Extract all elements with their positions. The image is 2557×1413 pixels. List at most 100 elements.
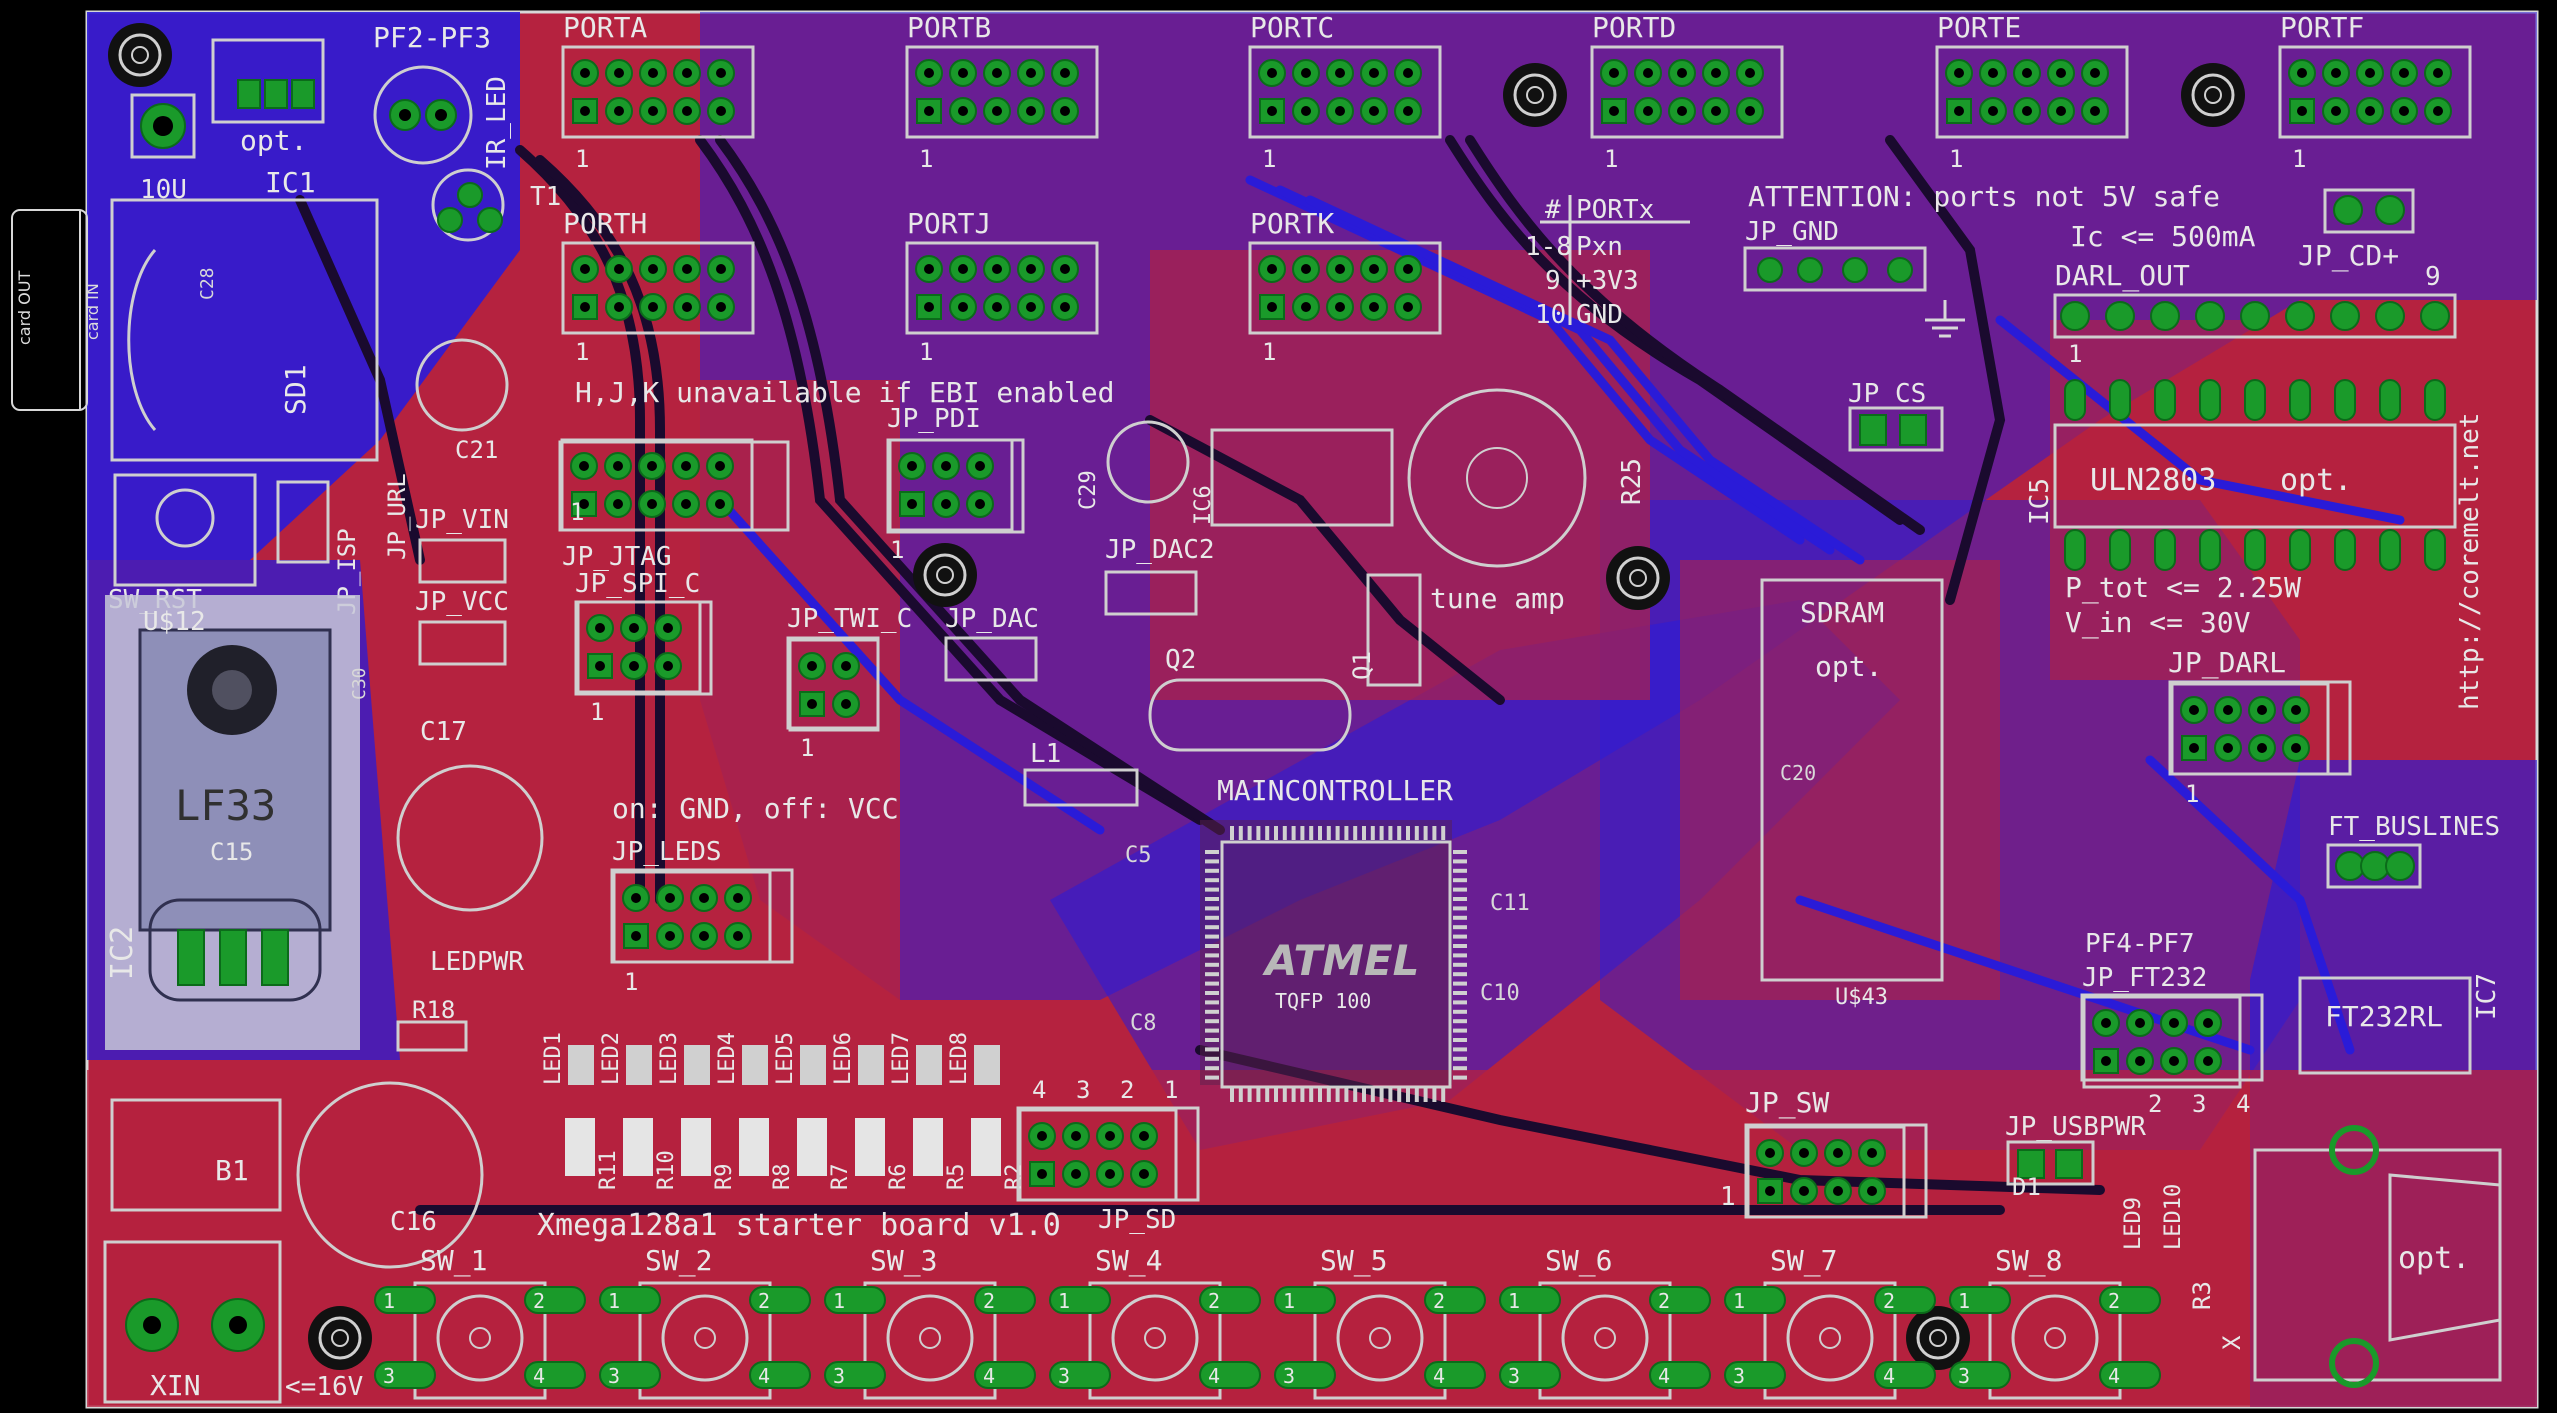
led-pad	[858, 1045, 884, 1085]
tqfp-label: TQFP 100	[1275, 989, 1371, 1013]
leds-area: on: GND, off: VCC JP_LEDS	[610, 792, 899, 964]
port-label-portj: PORTJ	[907, 207, 991, 240]
mounting-holes	[108, 23, 2245, 1370]
switch-pad	[1649, 1286, 1711, 1314]
pf2-pf3-label: PF2-PF3	[373, 21, 491, 54]
x-label: X	[2218, 1335, 2246, 1350]
mounting-hole	[108, 23, 172, 87]
jp-cs-area: JP_CS	[1848, 379, 1944, 452]
port-label-porth: PORTH	[563, 207, 647, 240]
led-label: LED4	[715, 1032, 740, 1085]
pin1-label: 1	[1949, 145, 1963, 173]
sdram-opt-label: opt.	[1815, 650, 1882, 683]
switch-label: SW_3	[870, 1244, 937, 1278]
jp-spi-c-label: JP_SPI_C	[575, 569, 700, 599]
switch-label: SW_1	[420, 1244, 487, 1278]
led-pad	[974, 1045, 1000, 1085]
port-label-portf: PORTF	[2280, 11, 2364, 44]
jp-leds-label: JP_LEDS	[612, 837, 722, 867]
switch-pin-number: 4	[1883, 1364, 1895, 1388]
resistor-pad	[565, 1118, 595, 1176]
switch-pad	[1949, 1361, 2011, 1389]
r3-label: R3	[2188, 1281, 2216, 1310]
switch-pin-number: 2	[758, 1289, 770, 1313]
c17-label: C17	[420, 717, 467, 747]
led-pad	[742, 1045, 768, 1085]
ebi-note: H,J,K unavailable if EBI enabled	[575, 376, 1114, 409]
c5-label: C5	[1125, 843, 1152, 868]
resistor-label: R9	[712, 1164, 737, 1191]
resistor-pad	[855, 1118, 885, 1176]
switch-pin-number: 4	[1433, 1364, 1445, 1388]
pin1-label: 1	[590, 698, 604, 726]
jp-darl-label: JP_DARL	[2168, 646, 2286, 680]
pin1-label: 1	[919, 338, 933, 366]
switch-pin-number: 3	[1058, 1364, 1070, 1388]
c21-label: C21	[455, 436, 498, 464]
jp-cs-label: JP_CS	[1848, 379, 1926, 409]
ledpwr-label: LEDPWR	[430, 947, 524, 977]
port-table-hash: #	[1545, 195, 1561, 225]
jp-jtag-label: JP_JTAG	[562, 542, 672, 572]
header-twi-c	[788, 638, 880, 732]
r25-label: R25	[1617, 458, 1647, 505]
switch-pin-number: 1	[1508, 1289, 1520, 1313]
uln-pin	[2334, 379, 2356, 421]
led-label: LED1	[541, 1032, 566, 1085]
header-portb	[905, 45, 1099, 139]
uln-pin	[2289, 529, 2311, 571]
switch-pad	[974, 1361, 1036, 1389]
switch-label: SW_4	[1095, 1244, 1162, 1278]
uln-pin	[2379, 379, 2401, 421]
card-out-label: card OUT	[15, 271, 34, 345]
darl-pad	[2105, 301, 2135, 331]
jp-sd-pin-number: 2	[1120, 1076, 1134, 1104]
c8-label: C8	[1130, 1011, 1157, 1036]
uln-pin	[2064, 379, 2086, 421]
switch-pad	[1199, 1361, 1261, 1389]
switch-pad	[1199, 1286, 1261, 1314]
resistor-label: R8	[770, 1164, 795, 1191]
switch-pin-number: 2	[983, 1289, 995, 1313]
port-table-header: PORTx	[1576, 195, 1654, 225]
card-slot: card OUT card IN	[11, 209, 102, 411]
header-porth	[561, 241, 755, 335]
resistor-label: R6	[886, 1164, 911, 1191]
switch-pin-number: 1	[608, 1289, 620, 1313]
jp-vcc-label: JP_VCC	[415, 587, 509, 617]
darl-pad	[2240, 301, 2270, 331]
switch-pin-number: 3	[1283, 1364, 1295, 1388]
pad-square	[2289, 98, 2315, 124]
c16-label: C16	[390, 1207, 437, 1237]
port-label-porta: PORTA	[563, 11, 647, 44]
pin1-label: 1	[890, 536, 904, 564]
pf4-pf7-label: PF4-PF7	[2085, 929, 2195, 959]
header-spi-c	[576, 600, 702, 694]
port-label-portc: PORTC	[1250, 11, 1334, 44]
switch-pad	[524, 1286, 586, 1314]
switch-pin-number: 4	[1658, 1364, 1670, 1388]
ft232-pin-number: 4	[2236, 1090, 2250, 1118]
jp-usbpwr-label: JP_USBPWR	[2005, 1112, 2146, 1142]
header-portj	[905, 241, 1099, 335]
jp-gnd-area: JP_GND	[1743, 217, 1965, 338]
mounting-hole	[1906, 1306, 1970, 1370]
switch-pin-number: 1	[833, 1289, 845, 1313]
mounting-hole	[913, 543, 977, 607]
resistor-pad	[681, 1118, 711, 1176]
jp-vin-label: JP_VIN	[415, 505, 509, 535]
uln-pin	[2109, 529, 2131, 571]
switch-pin-number: 3	[383, 1364, 395, 1388]
header-portd	[1590, 45, 1784, 139]
switch-pad	[1049, 1286, 1111, 1314]
jp-sw-label: JP_SW	[1745, 1086, 1829, 1120]
switch-pin-number: 2	[1658, 1289, 1670, 1313]
pin1-label: 1	[624, 968, 638, 996]
led-pad	[800, 1045, 826, 1085]
mounting-hole	[1503, 63, 1567, 127]
oscillator-area: C29 IC6 R25 tune amp Q1 Q2 L1	[1023, 388, 1647, 807]
programming-headers: JP_JTAG JP_SPI_C JP_PDI JP_TWI_C JP_DAC …	[558, 404, 1215, 730]
